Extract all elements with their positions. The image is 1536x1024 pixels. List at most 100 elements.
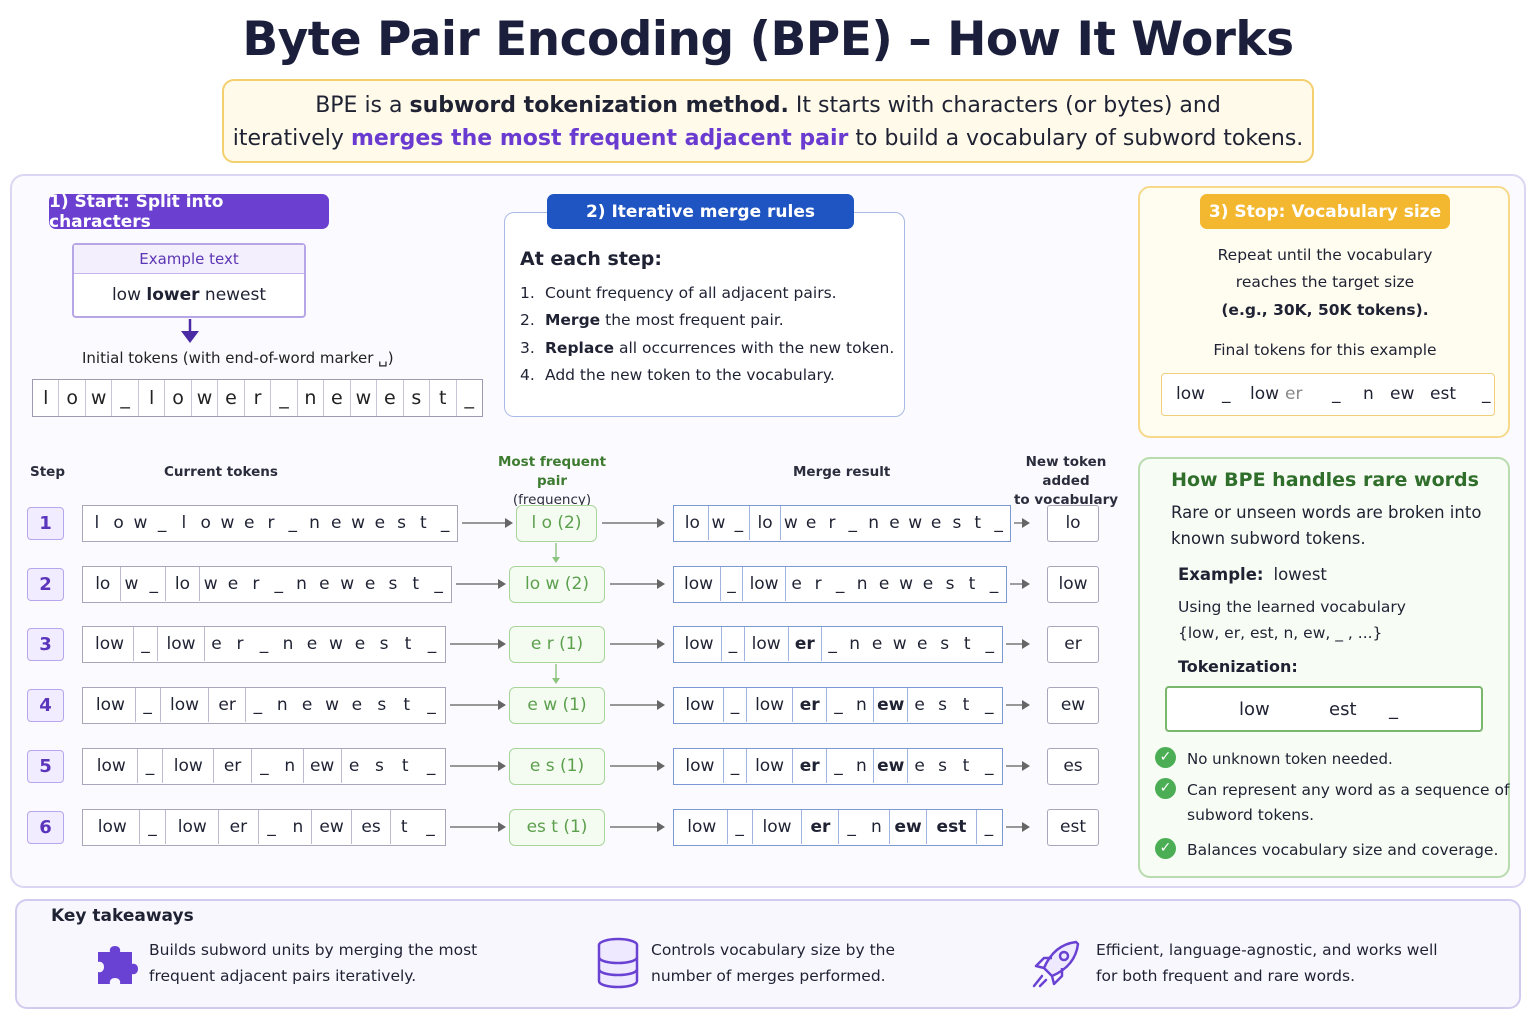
check-text: Balances vocabulary size and coverage. xyxy=(1187,841,1499,859)
token: er xyxy=(791,688,826,722)
pair-box: e r (1) xyxy=(509,626,605,663)
check-icon: ✓ xyxy=(1155,838,1176,859)
intro-highlight: merges the most frequent adjacent pair xyxy=(350,126,849,151)
takeaway-line: Builds subword units by merging the most xyxy=(149,941,478,959)
section3-pill: 3) Stop: Vocabulary size xyxy=(1200,194,1450,229)
rule-number: 2. xyxy=(520,311,535,330)
token: w xyxy=(329,634,343,654)
token: _ xyxy=(112,380,139,416)
header-new-token: New token added to vocabulary xyxy=(1004,453,1128,510)
merge-rule-item: 1. Count frequency of all adjacent pairs. xyxy=(520,280,894,307)
token: e xyxy=(324,380,351,416)
token: e xyxy=(218,380,245,416)
check-icon: ✓ xyxy=(1155,778,1176,799)
token: _ xyxy=(985,756,994,776)
token: n xyxy=(309,513,320,533)
token: _ xyxy=(848,513,858,533)
token: e xyxy=(364,574,376,594)
token: e xyxy=(785,567,807,601)
token: t xyxy=(390,810,417,844)
example-word: newest xyxy=(199,285,267,305)
token: er xyxy=(791,749,826,783)
token: w xyxy=(198,567,222,601)
rare-words-box xyxy=(1138,457,1510,878)
token: low xyxy=(687,817,717,837)
step-number: 2 xyxy=(27,568,64,601)
rule-bold: Replace xyxy=(545,338,615,357)
token: _ xyxy=(838,810,863,844)
token: n xyxy=(298,380,325,416)
token: n xyxy=(282,634,294,654)
new-token-box: low xyxy=(1047,566,1099,603)
token: ew xyxy=(873,688,907,722)
token: ew xyxy=(1390,384,1415,404)
token: w xyxy=(351,513,365,533)
rule-number: 1. xyxy=(520,284,535,302)
token: _ xyxy=(274,574,283,594)
section2-pill: 2) Iterative merge rules xyxy=(547,194,854,229)
section1-pill: 1) Start: Split into characters xyxy=(49,192,329,232)
token: r xyxy=(267,513,275,533)
header-pair: Most frequent pair (frequency) xyxy=(486,453,618,510)
example-word: low xyxy=(111,285,147,305)
token: e xyxy=(907,749,930,783)
token: t xyxy=(968,574,976,594)
token: o xyxy=(165,380,192,416)
token: w xyxy=(133,513,148,533)
merge-rules-box xyxy=(504,212,905,417)
token: _ xyxy=(464,387,474,409)
pair-box: es t (1) xyxy=(509,809,605,846)
token: n xyxy=(284,756,296,776)
token: e xyxy=(331,513,342,533)
token: low xyxy=(162,749,213,783)
token: t xyxy=(412,574,420,594)
token: w xyxy=(325,695,339,715)
token: _ xyxy=(426,817,435,837)
page-title: Byte Pair Encoding (BPE) – How It Works xyxy=(242,12,1294,67)
rare-example-label: Example: xyxy=(1178,565,1264,584)
rule-text: Count frequency of all adjacent pairs. xyxy=(545,284,837,302)
token: r xyxy=(828,513,836,533)
token: e xyxy=(354,634,366,654)
token: w xyxy=(351,380,378,416)
token: r xyxy=(236,634,244,654)
rare-example-word: lowest xyxy=(1273,565,1327,584)
check-item: ✓ No unknown token needed. xyxy=(1155,747,1517,772)
new-token-box: er xyxy=(1047,626,1099,663)
token: _ xyxy=(820,627,844,661)
stop-description: Repeat until the vocabulary reaches the … xyxy=(1140,242,1510,324)
token: low xyxy=(1176,384,1206,404)
token: n xyxy=(870,817,882,837)
takeaway-line: for both frequent and rare words. xyxy=(1096,967,1355,985)
token: _ xyxy=(157,513,167,533)
rocket-icon xyxy=(1032,940,1080,988)
rare-words-title: How BPE handles rare words xyxy=(1171,469,1479,491)
token: _ xyxy=(721,627,744,661)
intro-text: BPE is a xyxy=(315,93,410,118)
check-text: No unknown token needed. xyxy=(1187,750,1393,768)
step-number: 3 xyxy=(27,628,64,661)
token: s xyxy=(374,756,384,776)
token: w xyxy=(340,574,355,594)
intro-text: iteratively xyxy=(232,126,351,151)
token: w xyxy=(899,574,913,594)
token: low xyxy=(684,574,714,594)
token: er xyxy=(213,749,251,783)
token: low xyxy=(94,634,125,654)
token: s xyxy=(938,695,947,715)
rule-text: Add the new token to the vocabulary. xyxy=(545,366,835,385)
token: n xyxy=(296,574,307,594)
step-number: 4 xyxy=(27,689,64,722)
token: e xyxy=(340,749,367,783)
token: _ xyxy=(734,513,744,533)
pair-box: e w (1) xyxy=(509,687,605,724)
token: _ xyxy=(138,810,166,844)
token: low xyxy=(1250,384,1280,404)
token: n xyxy=(856,695,867,715)
